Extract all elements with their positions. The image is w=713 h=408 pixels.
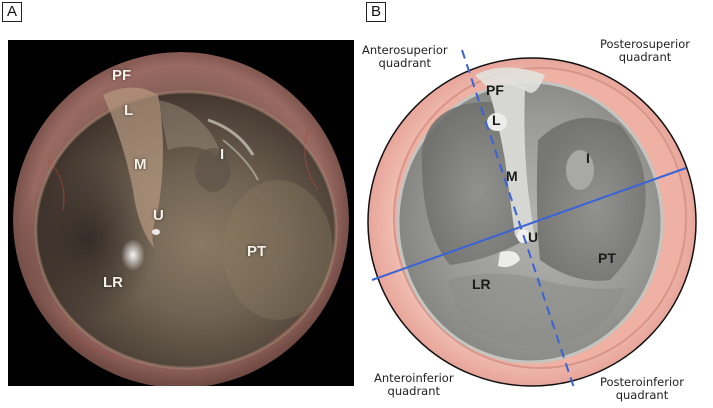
quadrant-anterosuperior-line2: quadrant [362,57,448,70]
quadrant-label-anteroinferior: Anteroinferior quadrant [374,372,454,398]
tympanic-membrane-diagram [360,30,713,408]
photo-label-u: U [153,207,164,224]
diagram-label-pf: PF [486,82,504,98]
photo-label-i: I [220,146,224,163]
quadrant-label-anterosuperior: Anterosuperior quadrant [362,44,448,70]
otoscopic-photo [8,40,354,386]
diagram-label-u: U [528,229,538,245]
diagram-label-m: M [506,168,518,184]
photo-label-pt: PT [247,243,266,260]
quadrant-posterosuperior-line2: quadrant [600,51,690,64]
diagram-label-i: I [586,150,590,166]
quadrant-anteroinferior-line2: quadrant [374,385,454,398]
photo-label-pf: PF [112,67,131,84]
quadrant-label-posteroinferior: Posteroinferior quadrant [600,376,684,402]
photo-label-m: M [134,156,147,173]
diagram-label-l: L [492,112,501,128]
quadrant-label-posterosuperior: Posterosuperior quadrant [600,38,690,64]
diagram-label-pt: PT [598,250,616,266]
tympanic-membrane-diagram-panel: PF L M I U PT LR Anterosuperior quadrant… [360,30,713,408]
panel-a-letter: A [2,2,22,22]
photo-label-l: L [124,102,133,119]
diagram-label-lr: LR [472,276,491,292]
otoscopic-photo-panel: PF L M I U PT LR [8,40,354,386]
photo-label-lr: LR [103,274,123,291]
panel-b-letter: B [366,2,386,22]
quadrant-posteroinferior-line2: quadrant [600,389,684,402]
